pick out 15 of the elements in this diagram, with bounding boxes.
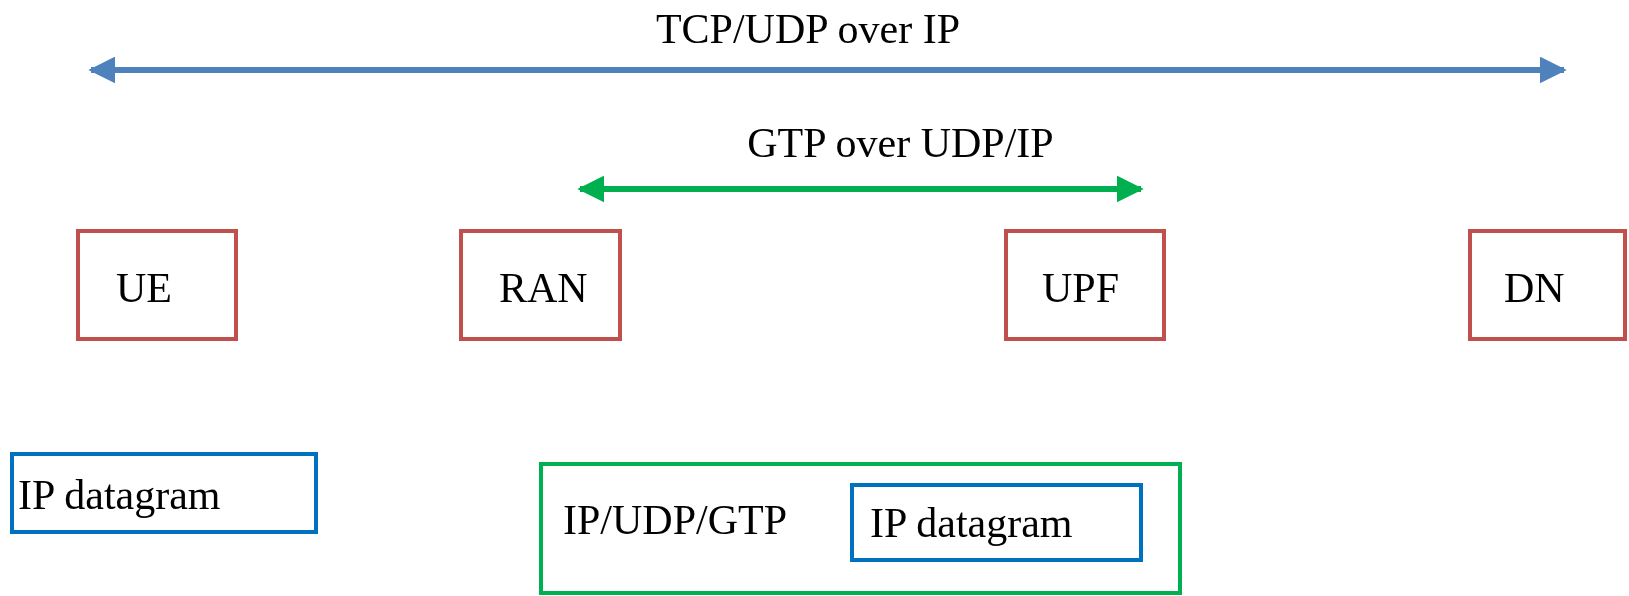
node-label: IP datagram [18,474,221,516]
encapsulated-packet-box [539,462,1182,595]
entity-box [1004,229,1166,341]
entity-box [76,229,238,341]
node-label: UE [116,267,172,309]
packet-box [850,483,1143,562]
packet-box [10,452,318,534]
node-label: IP datagram [870,502,1073,544]
node-label: IP/UDP/GTP [563,499,788,541]
node-label: DN [1504,267,1565,309]
node-label: RAN [499,267,588,309]
entity-box [1468,229,1627,341]
entity-box [459,229,622,341]
double-arrow [577,175,1144,203]
node-label: UPF [1042,267,1120,309]
